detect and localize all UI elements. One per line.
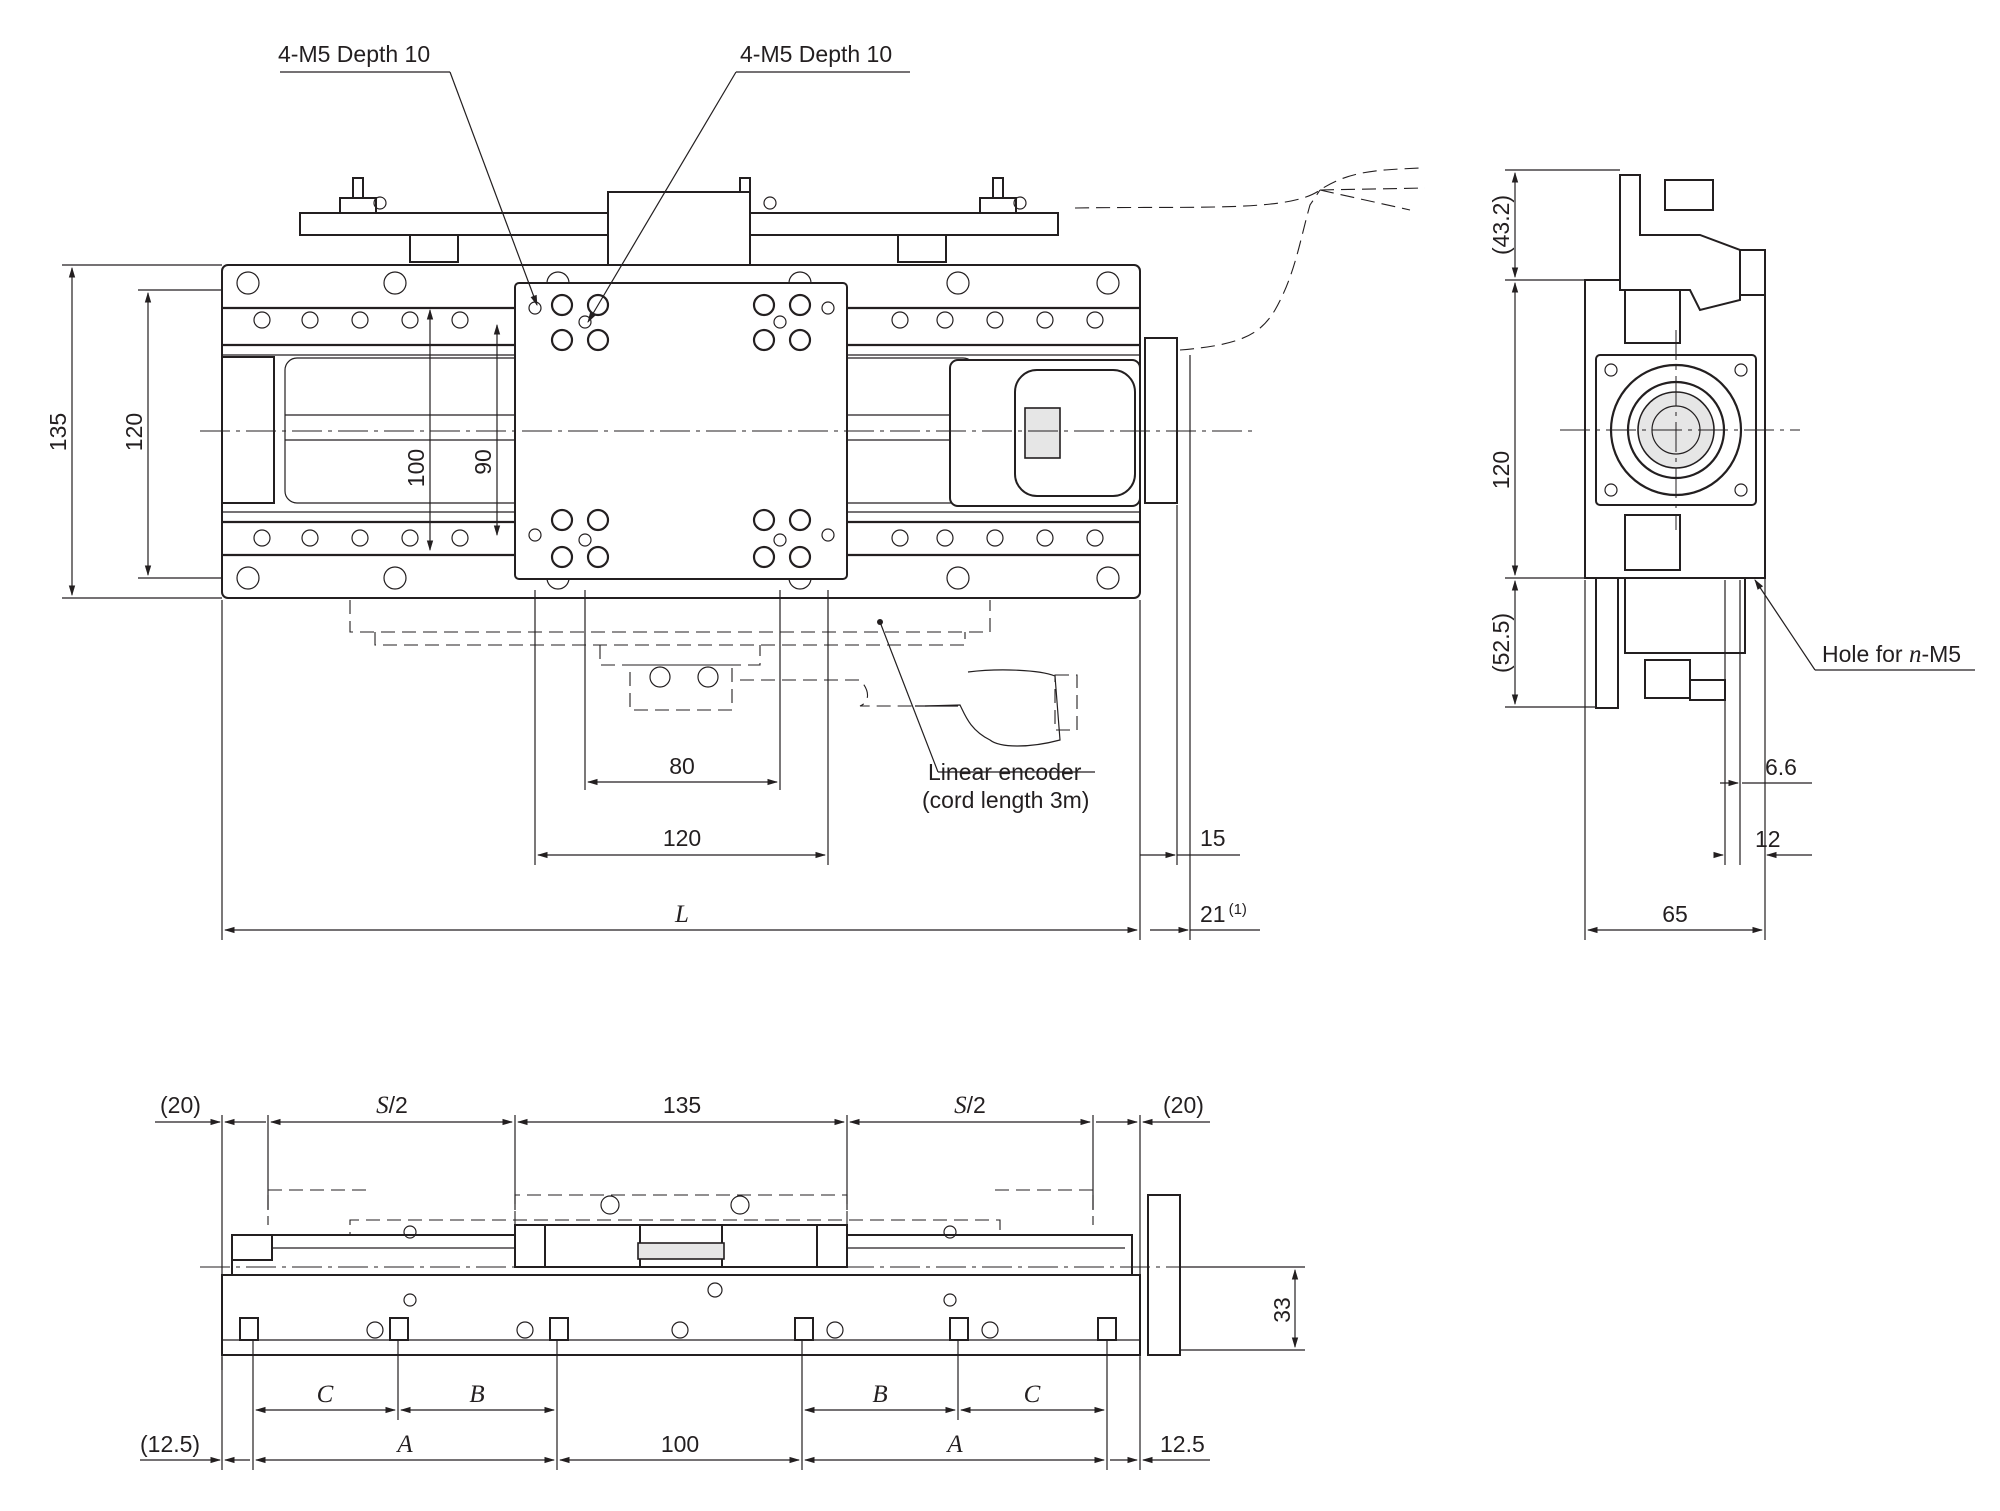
dim-12: 12 (1755, 826, 1781, 852)
dim-43-2: (43.2) (1488, 195, 1514, 255)
dim-52-5: (52.5) (1488, 613, 1514, 673)
dim-c-left: C (317, 1381, 334, 1408)
rail-holes-top (253, 311, 1104, 329)
dim-12-5-right: 12.5 (1160, 1431, 1205, 1457)
dim-100-front: 100 (661, 1431, 699, 1457)
bracket-screws (339, 177, 1027, 214)
rail-block-bottom (1624, 514, 1681, 571)
dim-65: 65 (1662, 901, 1688, 927)
dim-a-left: A (395, 1431, 413, 1458)
dim-20-left: (20) (160, 1092, 201, 1118)
front-view (140, 1115, 1305, 1470)
dim-s-half-right: S/2 (954, 1092, 986, 1119)
dim-c-right: C (1024, 1381, 1041, 1408)
dim-s-half-left: S/2 (376, 1092, 408, 1119)
table-holes (528, 293, 835, 569)
encoder-label-line2: (cord length 3m) (922, 787, 1089, 813)
dim-b-right: B (872, 1381, 887, 1408)
callout-hole-right: 4-M5 Depth 10 (740, 41, 892, 67)
dim-135-front: 135 (663, 1092, 701, 1118)
front-bolts (239, 1195, 1117, 1341)
dim-90: 90 (470, 449, 496, 475)
dim-120-side: 120 (1488, 451, 1514, 489)
rail-block-top (1624, 287, 1681, 344)
dim-6-6: 6.6 (1765, 754, 1797, 780)
side-view (1505, 169, 1975, 940)
dim-120-left: 120 (121, 413, 147, 451)
side-lower-bracket (1624, 577, 1746, 654)
dim-33: 33 (1269, 1297, 1295, 1323)
rail-holes-bottom (253, 529, 1104, 547)
dim-80: 80 (669, 753, 695, 779)
front-motor-flange (1147, 1194, 1181, 1356)
motor-cable (1074, 167, 1421, 209)
hole-callout: Hole for n-M5 (1822, 641, 1961, 668)
front-base (221, 1274, 1141, 1356)
end-block (221, 356, 275, 504)
dim-a-right: A (945, 1431, 963, 1458)
dim-21: 21(1) (1200, 901, 1247, 927)
dim-15: 15 (1200, 825, 1226, 851)
top-view (62, 71, 1426, 940)
dim-12-5-left: (12.5) (140, 1431, 200, 1457)
coupling (1014, 369, 1136, 497)
dim-100: 100 (403, 449, 429, 487)
hidden-bracket-outline (349, 600, 991, 633)
callout-hole-left: 4-M5 Depth 10 (278, 41, 430, 67)
dim-20-right: (20) (1163, 1092, 1204, 1118)
dim-135: 135 (45, 413, 71, 451)
coupling-spring (1024, 407, 1061, 459)
dim-L: L (674, 901, 689, 928)
dim-120-bottom: 120 (663, 825, 701, 851)
motor-flange (1144, 337, 1178, 504)
dim-b-left: B (469, 1381, 484, 1408)
encoder-label-line1: Linear encoder (928, 759, 1082, 785)
bracket-foot-right (897, 234, 947, 263)
sensor-connector (1664, 179, 1714, 211)
bracket-foot-left (409, 234, 459, 263)
